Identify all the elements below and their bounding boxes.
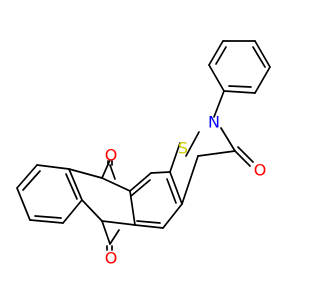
bond [185,131,200,157]
sulfur-label: S [178,139,188,158]
bond [181,155,199,205]
bond [134,224,164,229]
bond-inner [136,220,161,224]
bond [237,146,254,163]
left-benzene-ring [16,164,83,224]
bond [150,171,171,174]
bond [234,150,251,167]
oxygen-right-label: O [254,161,267,180]
bond [162,203,183,229]
bond [223,90,256,94]
bond [169,142,181,173]
bond [254,66,271,94]
bond [68,168,103,179]
molecule-canvas: O O O S N [16,40,271,268]
bond-inner [166,178,177,204]
right-aromatic-ring [129,171,183,229]
central-quinone-ring [68,159,136,245]
nitrogen-label: N [208,113,220,132]
bond [62,199,83,224]
bond [101,220,111,245]
bond-inner [228,85,252,88]
bond [169,171,183,205]
bond [16,164,38,189]
bond-inner [22,170,41,191]
bond [129,172,152,192]
bond-inner [252,46,266,68]
oxygen-bottom-label: O [105,249,118,268]
bond [36,164,70,170]
bond [220,127,236,152]
bond [101,220,136,226]
bond [101,177,131,192]
bond [109,229,120,245]
phenyl-ring [208,40,271,118]
bond [208,40,224,66]
carbonyl-top [107,160,116,180]
oxygen-top-label: O [105,146,118,165]
bond [109,164,116,180]
bond [68,168,83,201]
isothiazolone-ring [169,127,236,205]
bond [208,64,225,92]
bond [213,90,225,118]
bond-inner [65,173,78,200]
bond-inner [130,179,151,197]
molecule-structure: O O O S N [16,40,271,268]
bond-inner [34,215,62,219]
carbonyl-bottom [106,229,120,251]
carbonyl-right [234,146,254,167]
bond [29,219,64,224]
bond [81,199,103,222]
bond [16,187,31,221]
bond [254,40,271,68]
bond-inner [215,46,227,65]
bond [197,150,236,157]
